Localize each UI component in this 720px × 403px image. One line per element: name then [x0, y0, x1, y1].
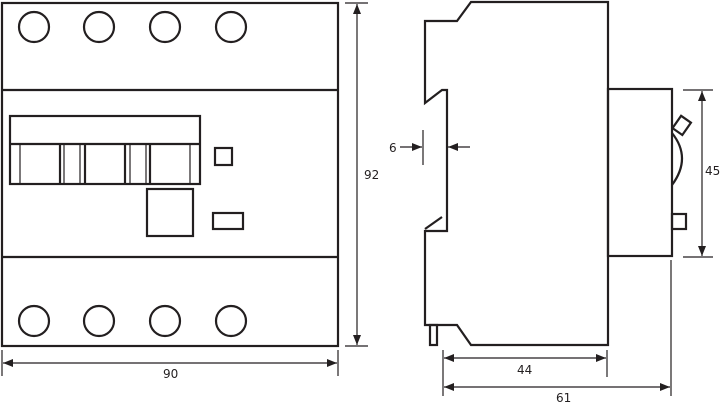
terminal-screw-icon [17, 304, 51, 338]
test-button [145, 187, 195, 238]
top-terminals [17, 10, 248, 44]
dimension-width-90: 90 [1, 350, 339, 381]
side-view [423, 0, 693, 347]
front-view [0, 1, 340, 348]
clip-tab [428, 323, 439, 347]
label-slot [211, 211, 245, 231]
dimension-height-45: 45 [683, 89, 720, 258]
test-button-profile [670, 212, 688, 231]
terminal-screw-icon [148, 10, 182, 44]
indicator-window [213, 146, 234, 167]
body-depth-label: 44 [517, 363, 532, 377]
toggle-arc [671, 132, 684, 186]
total-depth-label: 61 [556, 391, 571, 403]
dimension-height-92: 92 [345, 2, 379, 347]
dimension-depth-61: 61 [444, 260, 672, 403]
front-height-label: 45 [705, 164, 720, 178]
terminal-screw-icon [214, 10, 248, 44]
terminal-screw-icon [82, 304, 116, 338]
rail-gap-label: 6 [389, 141, 397, 155]
terminal-screw-icon [214, 304, 248, 338]
dimension-rail-6: 6 [389, 130, 470, 165]
bottom-terminals [17, 304, 248, 338]
toggle-handle-block [8, 114, 202, 186]
terminal-screw-icon [17, 10, 51, 44]
toggle-lever [670, 114, 693, 137]
dimension-depth-44: 44 [442, 350, 608, 396]
terminal-screw-icon [82, 10, 116, 44]
terminal-screw-icon [148, 304, 182, 338]
front-cover-profile [606, 87, 674, 258]
din-clip [424, 216, 443, 230]
side-body-outline [423, 0, 610, 347]
width-label: 90 [163, 367, 178, 381]
height-label: 92 [364, 168, 379, 182]
front-body-outline [0, 1, 340, 348]
